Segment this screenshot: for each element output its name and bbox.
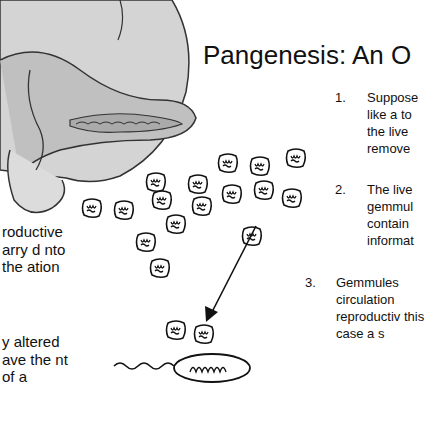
arrow (205, 226, 256, 322)
list-number: 2. (335, 181, 346, 198)
list-item: Gemmules circulation reproductiv this ca… (336, 274, 425, 342)
list-number: 3. (305, 274, 316, 291)
gemmules (83, 149, 306, 343)
sperm-cell (114, 354, 250, 382)
list-item: Suppose like a to the live remove (367, 89, 425, 157)
slide-title: Pangenesis: An O (203, 40, 411, 70)
side-note: y altered ave the nt of a (2, 333, 84, 386)
side-note: roductive arry d nto the ation (2, 223, 84, 276)
organ-drawing (0, 0, 196, 213)
list-number: 1. (335, 89, 346, 106)
list-item: The live gemmul contain informat (367, 181, 425, 249)
